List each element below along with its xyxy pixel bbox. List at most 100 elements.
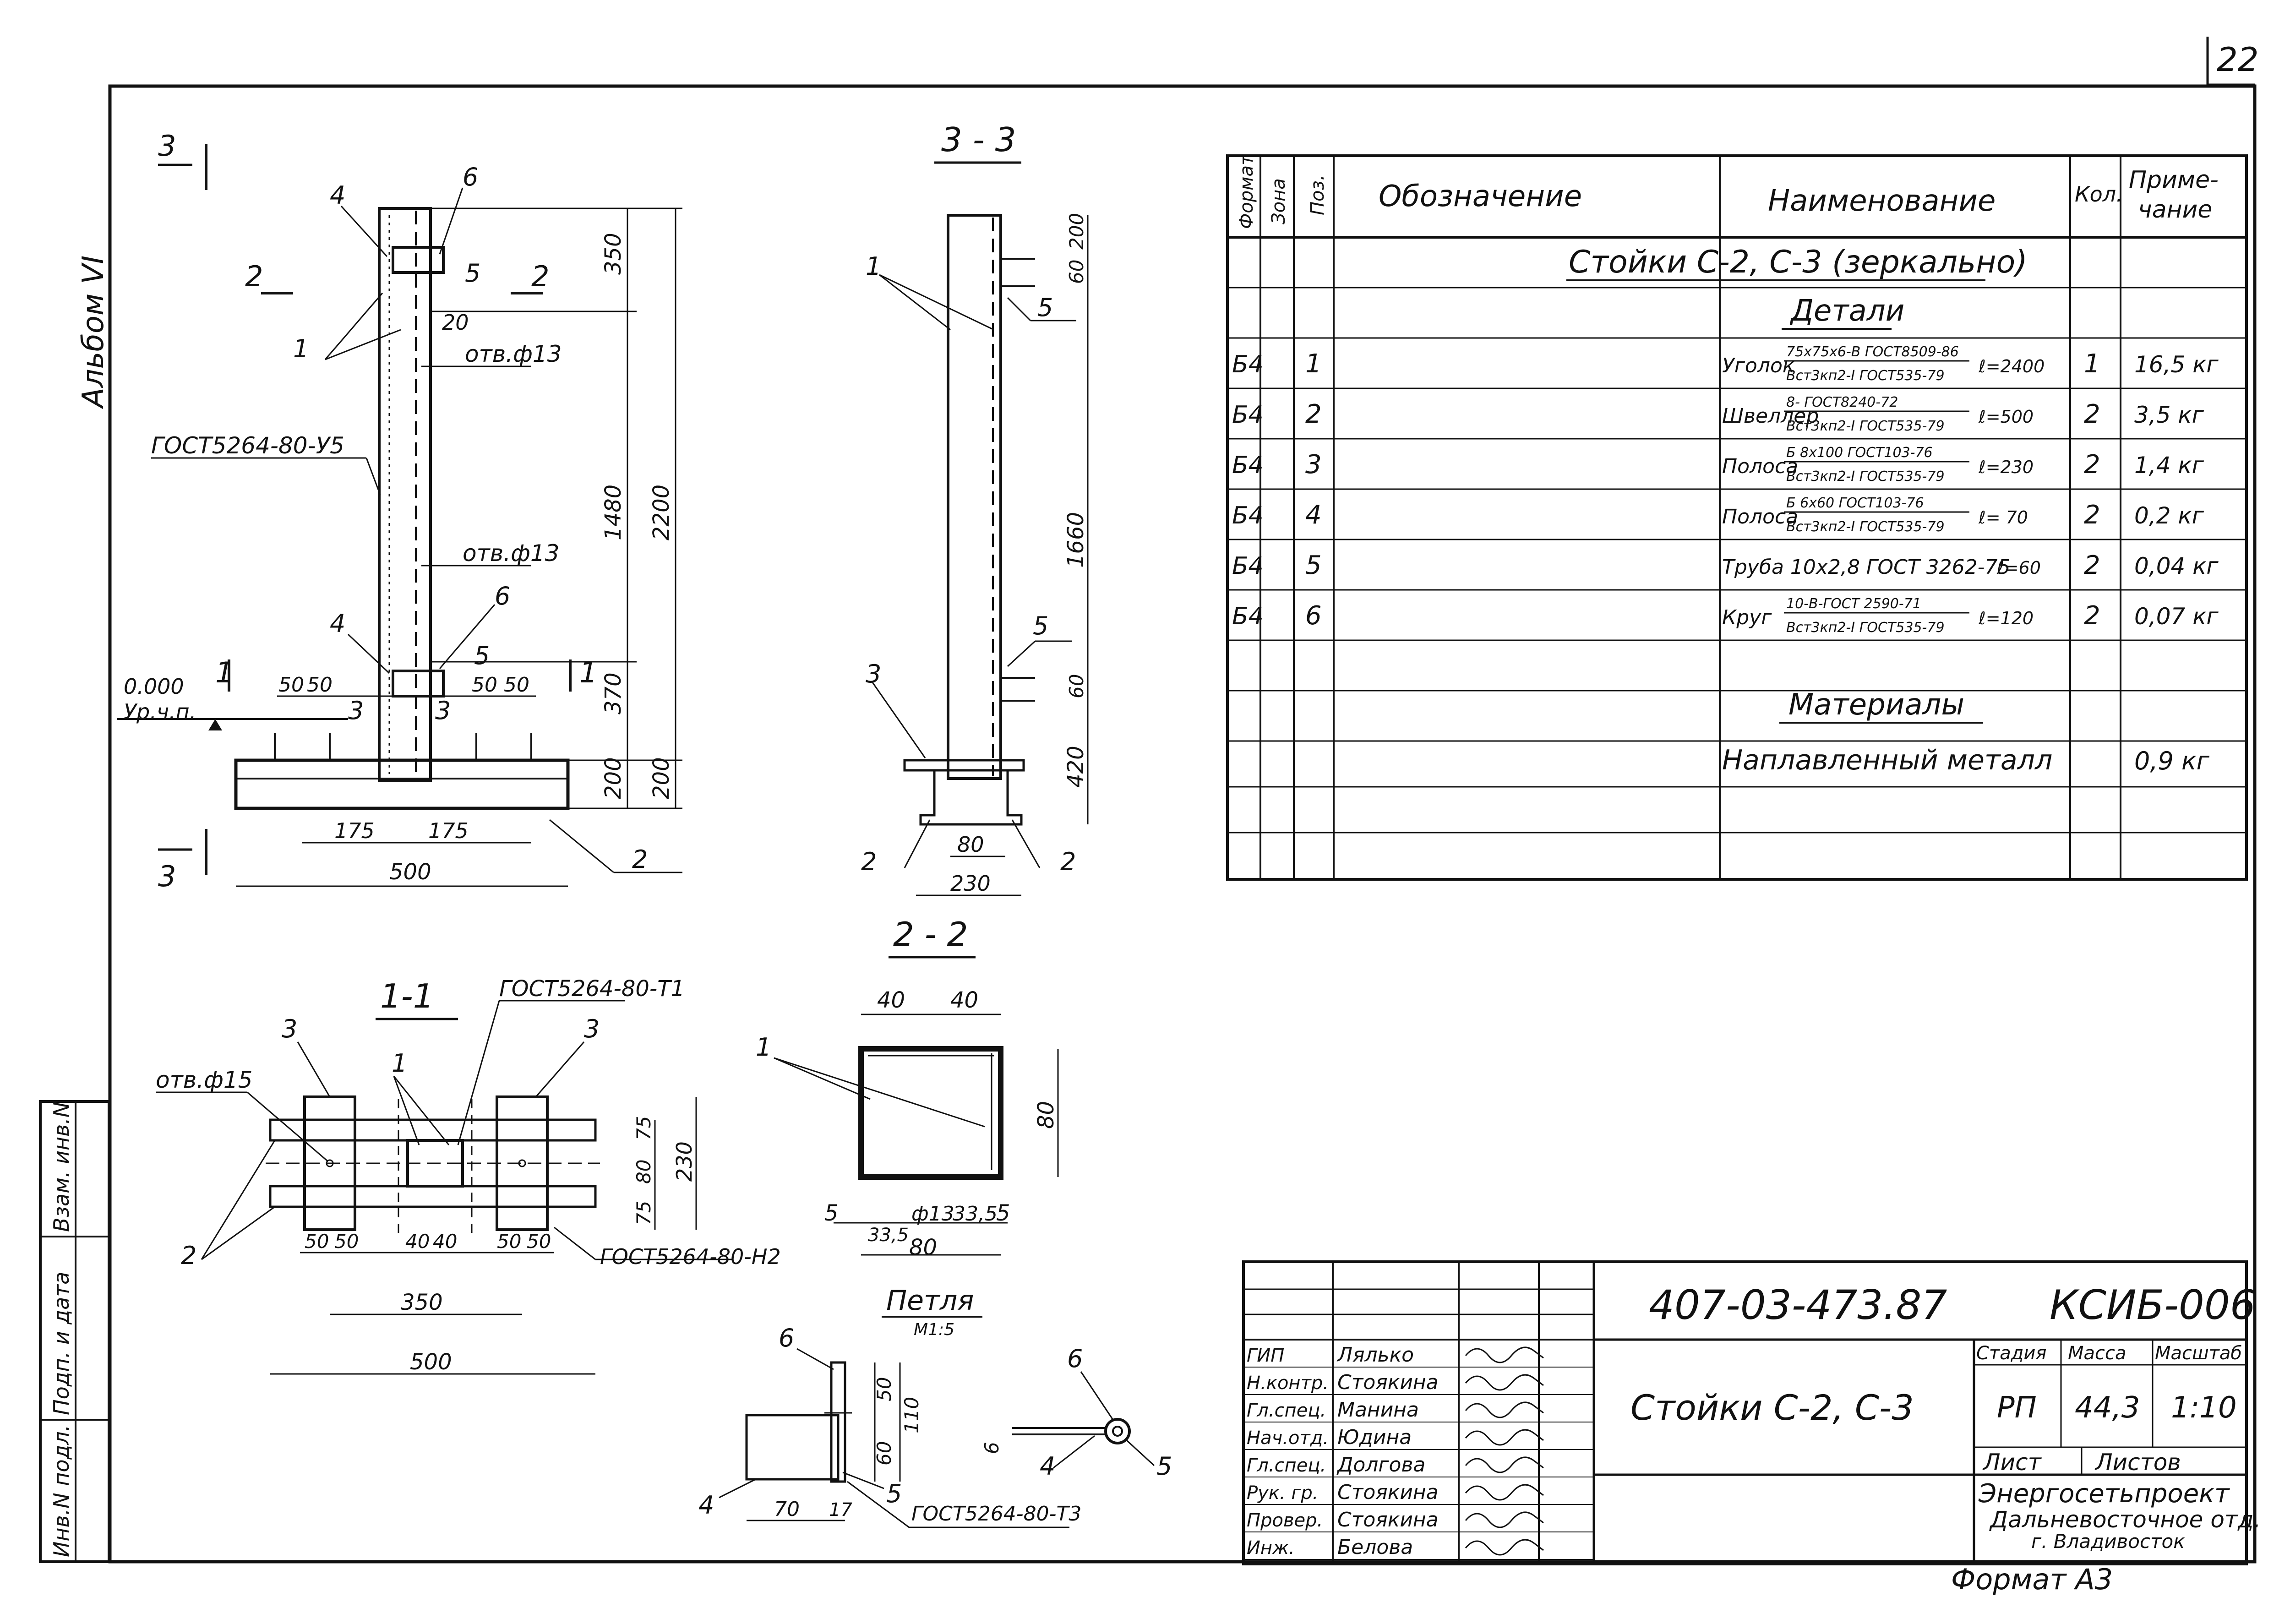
callout11-3-left: 3	[282, 1014, 297, 1043]
spec-header-format: Формат	[1236, 154, 1257, 229]
spec-row-note: 16,5 кг	[2134, 351, 2219, 378]
loop-dim-110: 110	[900, 1397, 923, 1433]
spec-row-pos: 3	[1305, 450, 1322, 480]
signature-mark	[1465, 1401, 1544, 1418]
level-zero: 0.000	[124, 674, 184, 699]
org-line-3: г. Владивосток	[2031, 1530, 2185, 1553]
loop-callout-5: 5	[886, 1479, 902, 1508]
dim11-40-a: 40	[405, 1230, 430, 1253]
spec-header-note-2: чание	[2138, 196, 2212, 223]
spec-row-format: Б4	[1232, 401, 1264, 429]
dim33-60-b: 60	[1065, 674, 1088, 698]
dim33-80: 80	[957, 832, 984, 857]
spec-header-note-1: Приме-	[2129, 166, 2219, 194]
spec-row-pos: 6	[1305, 601, 1322, 631]
spec-row-pos: 1	[1305, 349, 1322, 379]
callout-5-mid: 5	[474, 641, 490, 670]
spec-row-note: 0,07 кг	[2134, 603, 2219, 630]
spec-row-qty: 2	[2084, 399, 2100, 429]
loop-dim-50: 50	[873, 1377, 895, 1401]
spec-row-name: Полоса	[1722, 505, 1798, 529]
spec-row-qty: 2	[2084, 450, 2100, 480]
org-line-2: Дальневосточное отд.	[1989, 1506, 2261, 1533]
spec-row-format: Б4	[1232, 351, 1264, 378]
dim33-60-a: 60	[1065, 260, 1088, 284]
hole13-label-a: отв.ф13	[465, 341, 562, 367]
title-block: 407-03-473.87 КСИБ-006 Стойки С-2, С-3 С…	[1242, 1260, 2261, 1565]
spec-row-spec-top: Б 6х60 ГОСТ103-76	[1786, 495, 1924, 511]
loop-plan-callout-5: 5	[1156, 1452, 1172, 1481]
title-block-role: Н.контр.	[1247, 1373, 1329, 1394]
title-block-person: Стоякина	[1337, 1371, 1439, 1394]
callout33-5-top: 5	[1037, 293, 1053, 322]
spec-row-spec-top: Б 8х100 ГОСТ103-76	[1786, 445, 1933, 461]
dim-1480: 1480	[600, 485, 626, 540]
spec-row-length: ℓ= 70	[1978, 507, 2028, 528]
dim33-1660: 1660	[1063, 512, 1089, 568]
dim-20: 20	[442, 310, 469, 335]
section-1-1-view: 1-1 3 3 1 ГОСТ5264-80-Т1 отв.ф15 2 75 80	[156, 976, 781, 1375]
title-block-person: Долгова	[1336, 1453, 1425, 1477]
signature-mark	[1465, 1429, 1544, 1446]
dim-175-b: 175	[428, 818, 469, 843]
callout-1-left: 1	[293, 334, 309, 363]
dim22-f13: ф13	[911, 1202, 954, 1226]
spec-row-spec-top: 8- ГОСТ8240-72	[1786, 394, 1898, 410]
section-mark-3-top: 3	[158, 129, 176, 163]
dim-200-a: 200	[600, 757, 626, 799]
spec-row-length: ℓ=230	[1978, 457, 2034, 477]
spec-header-qty: Кол.	[2075, 182, 2123, 207]
spec-row-pos: 4	[1305, 500, 1322, 530]
dim11-80: 80	[632, 1160, 655, 1184]
stage-label: Стадия	[1976, 1343, 2046, 1364]
callout33-3: 3	[866, 659, 881, 688]
spec-row-note: 1,4 кг	[2134, 452, 2204, 479]
dim-50-a: 50	[278, 673, 304, 697]
gost-tube-label: ГОСТ5264-80-У5	[151, 432, 344, 459]
dim33-200: 200	[1065, 213, 1088, 250]
loop-dim-17: 17	[829, 1499, 852, 1520]
stamp-inv-replace: Взам. инв.N	[49, 1102, 74, 1232]
spec-header-pos: Поз.	[1307, 174, 1328, 215]
spec-row-note: 0,04 кг	[2134, 553, 2219, 579]
dim-50-b: 50	[307, 673, 333, 697]
section-3-3-title: 3 - 3	[941, 120, 1016, 159]
hole15-label: отв.ф15	[156, 1067, 252, 1093]
stage-value: РП	[1997, 1391, 2037, 1425]
callout11-1: 1	[392, 1049, 407, 1078]
spec-table: Формат Зона Поз. Обозначение Наименовани…	[1226, 154, 2248, 881]
spec-row-format: Б4	[1232, 502, 1264, 529]
callout33-2-left: 2	[861, 847, 877, 876]
spec-row-qty: 2	[2084, 550, 2100, 580]
dim22-5-a: 5	[824, 1200, 839, 1226]
signature-mark	[1465, 1484, 1544, 1501]
spec-row-length: ℓ=60	[1996, 558, 2041, 578]
spec-row-qty: 2	[2084, 500, 2100, 530]
gost-t3-label: ГОСТ5264-80-Т3	[911, 1502, 1081, 1526]
spec-row-name: Уголок	[1722, 354, 1795, 377]
section-mark-1-right: 1	[579, 656, 597, 689]
section-2-2-title: 2 - 2	[893, 915, 968, 954]
scale-label: Масштаб	[2155, 1343, 2242, 1364]
section-mark-2-left: 2	[245, 260, 263, 293]
spec-row-spec-bottom: Вст3кп2-I ГОСТ535-79	[1786, 519, 1945, 535]
section-mark-3-bottom: 3	[158, 860, 176, 893]
spec-row-name: Швеллер	[1722, 404, 1819, 428]
signature-mark	[1465, 1511, 1544, 1528]
section-2-2-view: 2 - 2 40 40 80 5 ф13 33,5 33,5 5 80 1	[756, 915, 1059, 1260]
title-block-person: Манина	[1337, 1398, 1419, 1422]
spec-header-designation: Обозначение	[1379, 180, 1582, 213]
format-label: Формат А3	[1951, 1563, 2113, 1596]
title-block-role: Гл.спец.	[1247, 1455, 1326, 1476]
dim22-80-horiz: 80	[909, 1235, 937, 1260]
dim11-230: 230	[672, 1141, 697, 1182]
doc-mark: КСИБ-006	[2050, 1281, 2256, 1329]
spec-section-details: Детали	[1789, 294, 1904, 328]
callout33-2-right: 2	[1060, 847, 1076, 876]
dim11-50-b: 50	[334, 1230, 359, 1253]
dim-50-c: 50	[472, 673, 497, 697]
elevation-view: 0.000 Ур.ч.п. 3 3 2 2 1 1 350 1480 370 2…	[117, 129, 682, 893]
callout11-3-right: 3	[584, 1014, 600, 1043]
title-block-role: Нач.отд.	[1247, 1428, 1329, 1449]
